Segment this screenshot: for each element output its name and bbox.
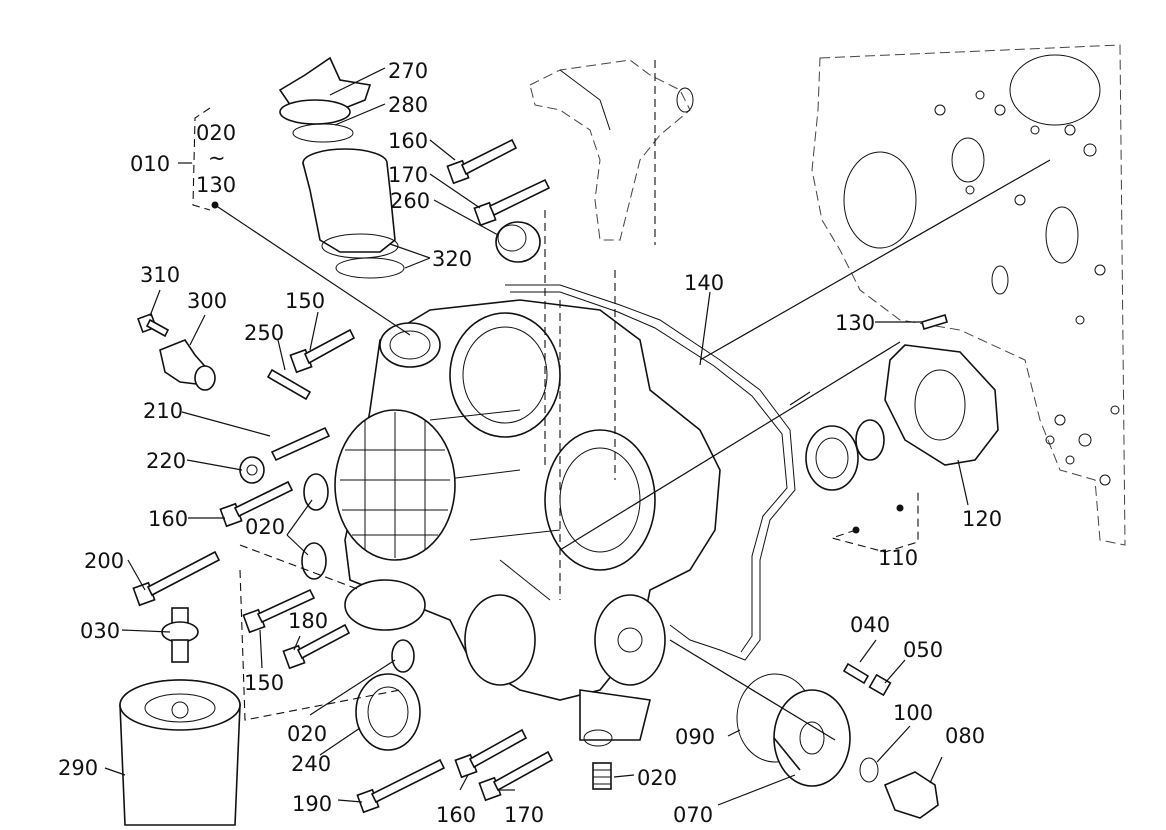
bolt-170-bottom: [478, 750, 554, 802]
nut-220: [239, 456, 265, 484]
dowel-020-bottom-left: [391, 639, 415, 673]
stud-250: [266, 368, 312, 401]
dowel-020-upper: [303, 473, 329, 511]
leader-dot: [211, 201, 219, 209]
label-190: 190: [292, 792, 332, 816]
label-070: 070: [673, 803, 713, 827]
water-pipe-outline: [529, 59, 694, 241]
drain-plug-080: [883, 771, 939, 819]
label-170: 170: [504, 803, 544, 827]
label-050: 050: [903, 638, 943, 662]
label-120: 120: [962, 507, 1002, 531]
label-130: 130: [196, 173, 236, 197]
label-130: 130: [835, 311, 875, 335]
label-320: 320: [432, 247, 472, 271]
label-250: 250: [244, 321, 284, 345]
label-300: 300: [187, 289, 227, 313]
label-100: 100: [893, 701, 933, 725]
label-020: 020: [196, 121, 236, 145]
bolt-150-top: [289, 328, 356, 374]
label-110: 110: [878, 546, 918, 570]
oil-filler-neck: [302, 148, 405, 279]
label-270: 270: [388, 59, 428, 83]
label-240: 240: [291, 752, 331, 776]
pulley-070: [773, 689, 851, 787]
filter-nipple-030: [161, 607, 199, 663]
oil-seal-240: [355, 673, 421, 751]
bolt-160-top: [446, 138, 518, 185]
relief-plug-040-050: [842, 662, 892, 697]
label-020: 020: [287, 722, 327, 746]
label-200: 200: [84, 549, 124, 573]
label-020: 020: [245, 515, 285, 539]
label-160: 160: [148, 507, 188, 531]
leader-dot: [852, 526, 860, 534]
dowel-020-lower: [301, 542, 327, 580]
plug-020-bottom: [592, 762, 612, 790]
leader-dot: [896, 504, 904, 512]
label-290: 290: [58, 756, 98, 780]
label-280: 280: [388, 93, 428, 117]
oil-filler-cap: [278, 56, 372, 143]
label-150: 150: [285, 289, 325, 313]
stud-210: [270, 426, 331, 462]
bolt-180: [282, 623, 351, 670]
label-160: 160: [388, 129, 428, 153]
label-170: 170: [388, 163, 428, 187]
part-labels: 010 020 ~ 130 270 280 160 170 260 320 31…: [58, 59, 1002, 827]
bolt-200: [132, 550, 221, 607]
pump-cover-120: [884, 344, 999, 466]
oil-filter-290: [119, 679, 241, 826]
sensor-300: [159, 339, 216, 391]
label-010: 010: [130, 152, 170, 176]
label-040: 040: [850, 613, 890, 637]
label-tilde: ~: [208, 146, 226, 170]
leader-lines: [104, 60, 1051, 806]
plug-260: [495, 221, 541, 263]
bolt-160-left: [219, 480, 294, 528]
label-090: 090: [675, 725, 715, 749]
gear-case-body: [344, 299, 721, 747]
label-220: 220: [146, 449, 186, 473]
label-140: 140: [684, 271, 724, 295]
gear-case-gasket: [505, 284, 796, 661]
engine-block-outline: [811, 44, 1126, 546]
bolt-170-top: [473, 178, 551, 227]
label-160: 160: [436, 803, 476, 827]
oil-pump-rotor-110: [805, 419, 885, 491]
label-030: 030: [80, 619, 120, 643]
label-180: 180: [288, 609, 328, 633]
bolt-160-bottom: [454, 728, 528, 779]
o-ring-100: [859, 757, 879, 783]
label-310: 310: [140, 263, 180, 287]
bolt-150-lower: [242, 588, 316, 634]
bolt-310: [137, 313, 170, 338]
screw-130: [921, 313, 948, 331]
label-080: 080: [945, 724, 985, 748]
label-020: 020: [637, 766, 677, 790]
breather-grille: [334, 409, 456, 561]
bolt-190: [356, 758, 446, 814]
label-260: 260: [390, 189, 430, 213]
label-210: 210: [143, 399, 183, 423]
label-150: 150: [244, 671, 284, 695]
